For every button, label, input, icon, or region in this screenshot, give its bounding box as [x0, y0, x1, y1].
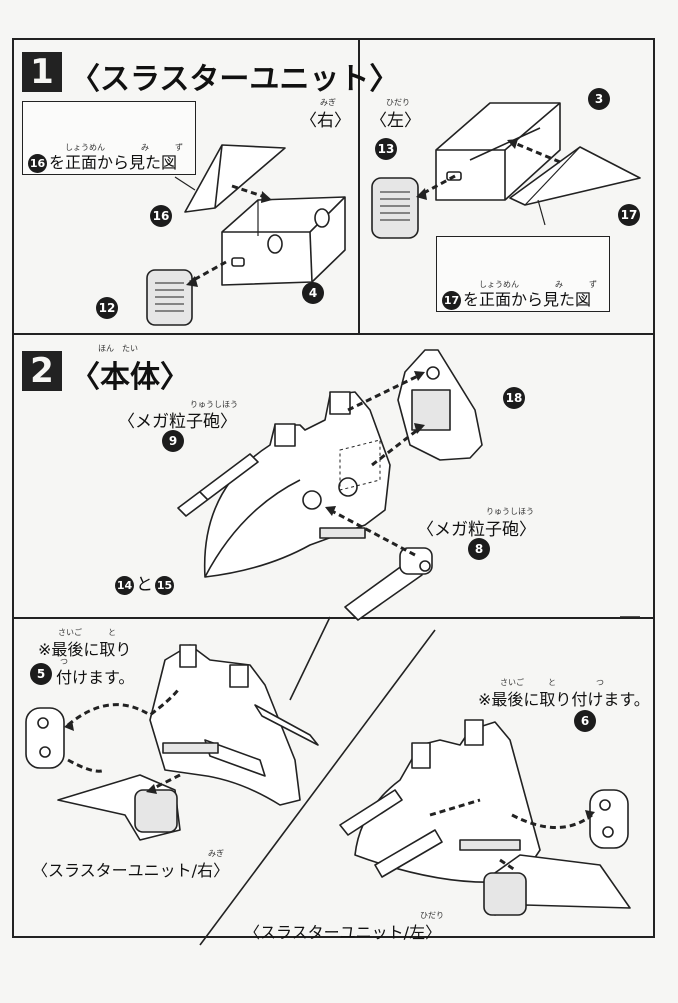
note-left-ruby-take: と: [108, 628, 116, 637]
body-left-view: [149, 644, 301, 806]
note-right-ruby-last: さいご: [500, 678, 524, 687]
part-17-label: 17: [618, 204, 640, 226]
unit-right-label: 〈スラスターユニット/右〉: [32, 861, 230, 880]
part-number-badge: 17: [442, 291, 461, 310]
left-ruby: ひだり: [386, 98, 410, 107]
unit-left-ruby: ひだり: [420, 911, 444, 920]
note-left-line2: 付けます。: [56, 668, 135, 687]
unit-left-label: 〈スラスターユニット/左〉: [244, 923, 442, 942]
unit-right-ruby: みぎ: [208, 849, 224, 858]
note-right: ※最後に取り付けます。: [478, 690, 650, 709]
part-5-bracket: [25, 707, 65, 769]
step2-title: 〈本体〉: [70, 360, 190, 395]
part-6-bracket: [589, 789, 629, 849]
part-13-vent: [371, 177, 419, 239]
part-6-label: 6: [574, 710, 596, 732]
part-8-label: 8: [468, 538, 490, 560]
note-left-line1: ※最後に取り: [38, 640, 132, 659]
page-frame: [12, 38, 655, 938]
part-16-label: 16: [150, 205, 172, 227]
part-12-label: 12: [96, 297, 118, 319]
step1-number: 1: [22, 52, 62, 92]
note-right-ruby-attach: つ: [596, 678, 604, 687]
step2-title-ruby: ほん たい: [98, 344, 138, 353]
part-16-wedge: [184, 144, 286, 213]
part-18-label: 18: [503, 387, 525, 409]
part-4-label: 4: [302, 282, 324, 304]
cannon8-label: 〈メガ粒子砲〉: [417, 520, 536, 540]
part-3-block: [435, 102, 561, 201]
note-right-ruby-take: と: [548, 678, 556, 687]
cannon-9: [177, 453, 259, 517]
step2-number: 2: [22, 351, 62, 391]
cannon9-ruby: りゅうしほう: [190, 400, 238, 409]
right-label: 〈右〉: [300, 111, 351, 131]
note-left-ruby-last: さいご: [58, 628, 82, 637]
divider-vertical: [358, 40, 360, 333]
left-label: 〈左〉: [370, 111, 421, 131]
cannon8-ruby: りゅうしほう: [486, 507, 534, 516]
note-left-ruby-attach: つ: [60, 657, 68, 666]
part-5-label: 5: [30, 663, 52, 685]
divider-step2: [12, 617, 655, 619]
step1-title: 〈スラスターユニット〉: [70, 62, 400, 97]
part-13-label: 13: [375, 138, 397, 160]
part-9-label: 9: [162, 430, 184, 452]
cannon9-label: 〈メガ粒子砲〉: [118, 412, 237, 432]
right-ruby: みぎ: [320, 98, 336, 107]
cannon-8: [344, 559, 423, 621]
part-3-label: 3: [588, 88, 610, 110]
part-number-badge: 16: [28, 154, 47, 173]
divider-step1: [12, 333, 655, 335]
part-17-wedge: [509, 146, 641, 206]
